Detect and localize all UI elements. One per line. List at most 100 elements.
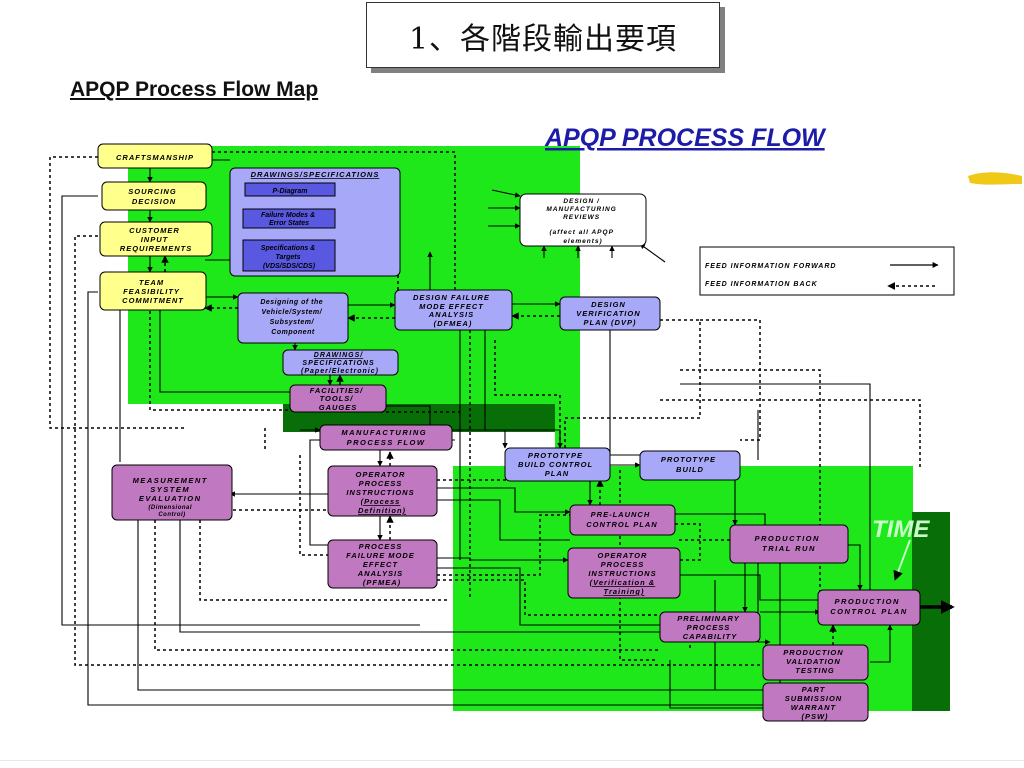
time-label: TIME: [872, 516, 930, 543]
svg-text:PRODUCTION TRIAL RUN: PRODUCTION TRIAL RUN: [754, 534, 823, 553]
svg-text:CRAFTSMANSHIP: CRAFTSMANSHIP: [116, 153, 194, 162]
legend-box: [699, 246, 955, 296]
time-arrow-icon: [893, 539, 911, 581]
node-text-line: DRAWINGS/SPECIFICATIONS: [251, 170, 380, 179]
node-production-validation: PRODUCTION VALIDATION TESTING: [762, 644, 869, 681]
node-text-line: PROCESS: [359, 479, 403, 488]
node-failure-modes: Failure Modes & Error States: [242, 208, 336, 229]
node-production-trial-run: PRODUCTION TRIAL RUN: [729, 524, 849, 564]
node-text-line: FACILITIES/: [310, 386, 364, 395]
node-text-line: OPERATOR: [598, 551, 648, 560]
node-text-line: PROTOTYPE: [528, 451, 583, 460]
node-text-line: PROTOTYPE: [661, 455, 716, 464]
svg-text:PART SUBMISSION: PART SUBMISSION WARRANT (PSW): [785, 685, 846, 721]
node-text-line: SYSTEM: [150, 485, 190, 494]
slide-title: 1、各階段輸出要項: [408, 22, 678, 57]
svg-text:P-Diagram: P-Diagram: [272, 188, 307, 195]
svg-text:OPERATOR PROCESS: OPERATOR PROCESS INSTRUCTIONS (Verificat…: [588, 551, 659, 596]
node-text-line: PRODUCTION: [754, 534, 819, 543]
node-text-line: REVIEWS: [563, 214, 600, 221]
node-text-line: (Dimensional: [148, 505, 192, 511]
node-text-line: (affect all APQP: [550, 229, 614, 236]
svg-text:PROCESS FAILURE MODE: PROCESS FAILURE MODE EFFECT ANALYSIS (PF…: [346, 542, 418, 587]
node-text-line: INSTRUCTIONS: [588, 569, 656, 578]
node-text-line: Control): [158, 512, 185, 518]
node-text-line: SUBMISSION: [785, 694, 843, 703]
svg-text:Designing of the Vehic: Designing of the Vehicle/System/ Subsyst…: [260, 299, 325, 336]
node-text-line: PLAN (DVP): [584, 318, 637, 327]
svg-text:DRAWINGS/ SPECIFICATIO: DRAWINGS/ SPECIFICATIONS (Paper/Electron…: [301, 352, 379, 375]
node-specifications-targets: Specifications & Targets (VDS/SDS/CDS): [242, 239, 336, 272]
node-prototype-control-plan: PROTOTYPE BUILD CONTROL PLAN: [504, 447, 611, 482]
node-prototype-build: PROTOTYPE BUILD: [639, 450, 741, 481]
node-text-line: PRODUCTION: [834, 597, 899, 606]
node-text-line: Component: [271, 329, 315, 336]
node-text-line: TOOLS/: [320, 394, 354, 403]
node-measurement-system: MEASUREMENT SYSTEM EVALUATION (Dimension…: [111, 464, 233, 521]
node-text-line: BUILD: [676, 465, 704, 474]
node-text-line: VALIDATION: [786, 657, 841, 666]
node-text-line: MANUFACTURING: [341, 428, 427, 437]
svg-text:DESIGN VERIFICATION: DESIGN VERIFICATION PLAN (DVP): [576, 300, 643, 327]
node-text-line: TEAM: [139, 278, 164, 287]
node-text-line: VERIFICATION: [576, 309, 640, 318]
node-text-line: REQUIREMENTS: [120, 244, 192, 253]
node-dvp: DESIGN VERIFICATION PLAN (DVP): [559, 296, 661, 331]
node-text-line: PRODUCTION: [783, 648, 843, 657]
node-text-line: DRAWINGS/: [314, 352, 364, 359]
svg-text:OPERATOR PROCESS: OPERATOR PROCESS INSTRUCTIONS (Process D…: [346, 470, 417, 515]
node-text-line: (VDS/SDS/CDS): [263, 263, 316, 270]
svg-text:CUSTOMER INPUT: CUSTOMER INPUT REQUIREMENTS: [120, 226, 192, 253]
node-text-line: MEASUREMENT: [133, 476, 208, 485]
node-text-line: DESIGN: [591, 300, 626, 309]
node-text-line: PROCESS: [601, 560, 645, 569]
svg-text:PRODUCTION VALIDATION: PRODUCTION VALIDATION TESTING: [783, 648, 847, 675]
node-craftsmanship: CRAFTSMANSHIP: [97, 143, 213, 169]
node-text-line: P-Diagram: [272, 188, 307, 195]
node-text-line: MODE EFFECT: [419, 302, 484, 311]
node-text-line: Training): [604, 587, 645, 596]
node-team-feasibility: TEAM FEASIBILITY COMMITMENT: [99, 271, 207, 311]
svg-text:FACILITIES/ TOOLS/: FACILITIES/ TOOLS/ GAUGES: [310, 386, 367, 412]
node-text-line: BUILD CONTROL: [518, 460, 593, 469]
node-text-line: (PSW): [801, 712, 828, 721]
node-pfmea: PROCESS FAILURE MODE EFFECT ANALYSIS (PF…: [327, 539, 438, 589]
node-text-line: elements): [563, 238, 602, 245]
node-text-line: Designing of the: [260, 299, 323, 306]
svg-text:MANUFACTURING PROCESS: MANUFACTURING PROCESS FLOW: [341, 428, 430, 447]
node-text-line: PART: [802, 685, 826, 694]
node-text-line: CONTROL PLAN: [586, 520, 657, 529]
node-text-line: PRE-LAUNCH: [591, 510, 651, 519]
node-operator-instructions-verification: OPERATOR PROCESS INSTRUCTIONS (Verificat…: [567, 547, 681, 599]
node-designing: Designing of the Vehicle/System/ Subsyst…: [237, 292, 349, 344]
node-text-line: Vehicle/System/: [262, 309, 323, 316]
node-sourcing-decision: SOURCING DECISION: [101, 181, 207, 211]
legend-back-label: FEED INFORMATION BACK: [705, 281, 818, 288]
node-text-line: TESTING: [795, 666, 835, 675]
node-facilities: FACILITIES/ TOOLS/ GAUGES: [289, 384, 387, 413]
svg-text:TEAM FEASIBILITY: TEAM FEASIBILITY COMMITMENT: [122, 278, 184, 305]
svg-text:Specifications & Targe: Specifications & Targets (VDS/SDS/CDS): [261, 245, 317, 270]
node-operator-instructions: OPERATOR PROCESS INSTRUCTIONS (Process D…: [327, 465, 438, 517]
node-text-line: CONTROL PLAN: [830, 607, 907, 616]
node-text-line: PROCESS: [359, 542, 403, 551]
node-part-submission-warrant: PART SUBMISSION WARRANT (PSW): [762, 682, 869, 722]
svg-text:PROTOTYPE BUILD CONTRO: PROTOTYPE BUILD CONTROL PLAN: [518, 451, 596, 478]
node-text-line: EFFECT: [363, 560, 399, 569]
node-text-line: INPUT: [141, 235, 169, 244]
node-text-line: GAUGES: [319, 403, 358, 412]
svg-text:DRAWINGS/SPECIFICATIONS: DRAWINGS/SPECIFICATIONS: [251, 170, 380, 179]
node-text-line: ANALYSIS: [357, 569, 403, 578]
node-text-line: Targets: [276, 254, 301, 261]
node-text-line: SPECIFICATIONS: [302, 360, 374, 367]
node-preliminary-capability: PRELIMINARY PROCESS CAPABILITY: [659, 611, 761, 643]
node-text-line: PRELIMINARY: [677, 614, 740, 623]
node-drawings-paper: DRAWINGS/ SPECIFICATIONS (Paper/Electron…: [282, 349, 399, 376]
node-customer-input: CUSTOMER INPUT REQUIREMENTS: [99, 221, 213, 257]
node-text-line: (PFMEA): [363, 578, 401, 587]
svg-text:Failure Modes & Error: Failure Modes & Error States: [261, 212, 317, 227]
node-text-line: FEASIBILITY: [123, 287, 180, 296]
node-text-line: DESIGN /: [563, 198, 600, 205]
node-text-line: MANUFACTURING: [546, 206, 616, 213]
